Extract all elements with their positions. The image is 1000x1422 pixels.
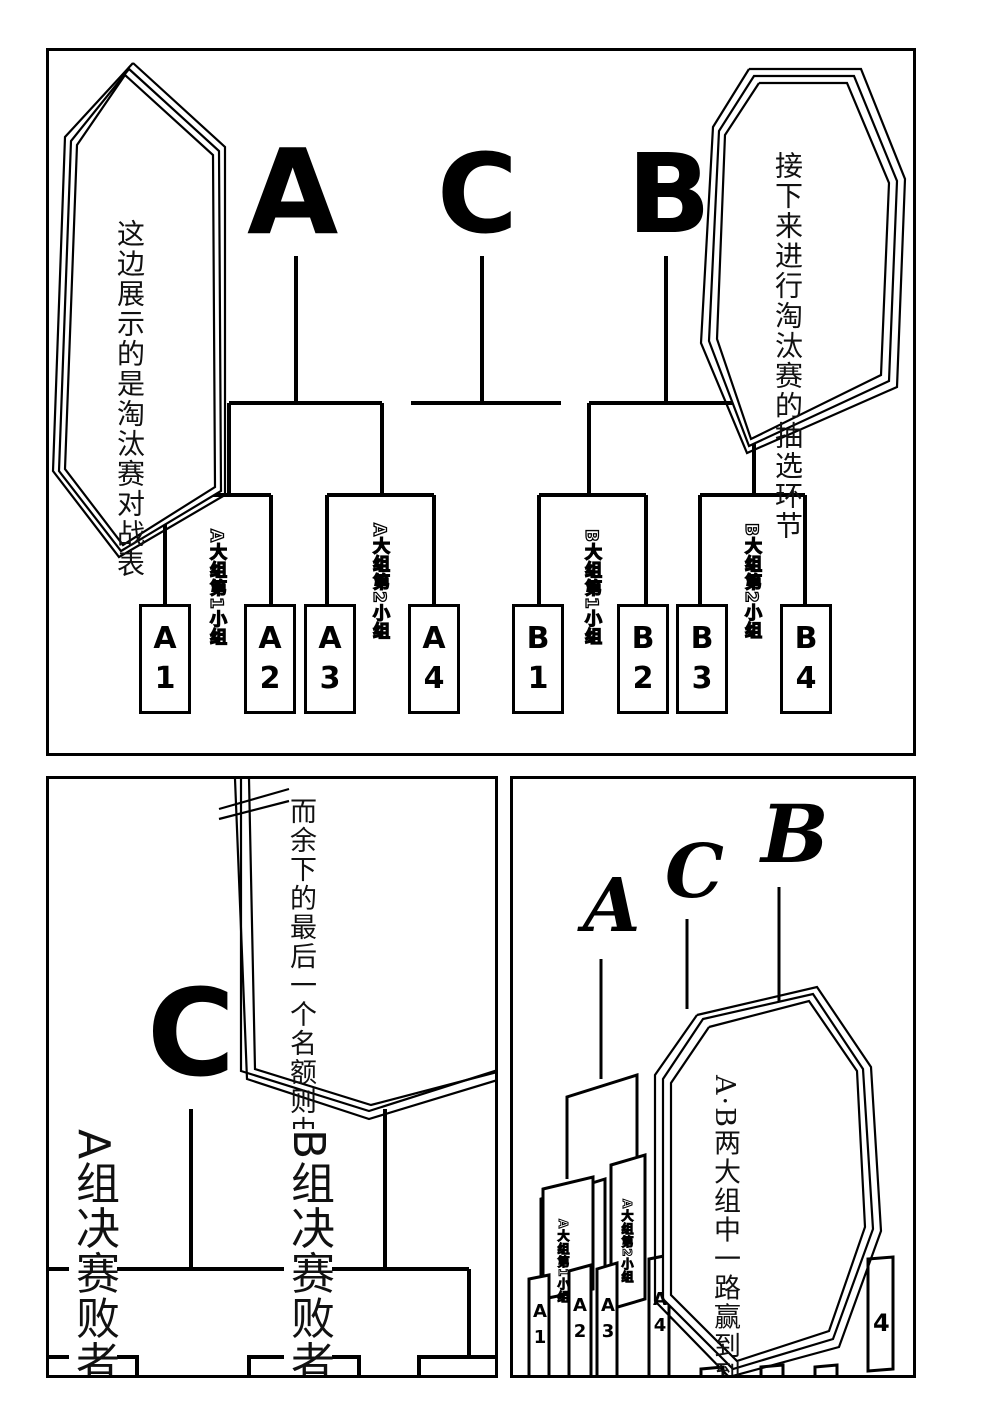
bracket-lines	[51, 62, 907, 611]
slot-letter: B	[631, 621, 655, 656]
slot-number: 4	[653, 1315, 667, 1336]
slot-letter: B	[526, 621, 550, 656]
slot-number: 1	[533, 1327, 547, 1348]
group-label-a2: A大组第2小组	[620, 1199, 635, 1285]
bracket-slot-b3: B 3	[676, 604, 728, 714]
speech-bubble-repechage	[218, 779, 495, 1121]
group-label-a1: A大组第1小组	[556, 1219, 571, 1305]
bracket-slot-b2: B 2	[617, 604, 669, 714]
speech-bubble-left	[51, 62, 227, 559]
slot-label-a3: A 3	[599, 1293, 617, 1345]
slot-letter: A	[258, 621, 282, 656]
panel-repechage: C 而余下的最后一个名额则由在A·B组决赛中输掉的两位选手经过复活赛决定胜者也将…	[46, 776, 498, 1378]
speech-bubble-direct	[653, 985, 883, 1375]
group-label-a1: A大组第1小组	[205, 528, 226, 646]
slot-letter: A	[653, 1289, 667, 1310]
bracket-letter-b: B	[761, 787, 829, 881]
bracket-slot-a2: A 2	[244, 604, 296, 714]
slot-number: 3	[601, 1321, 615, 1342]
speech-text-direct: A·B两大组中一路赢到到最后的两位选手将直接被选为日本代表	[709, 1075, 740, 1375]
perspective-bracket-lines	[527, 887, 895, 1375]
slot-number: 1	[527, 661, 549, 696]
slot-number: 1	[154, 661, 176, 696]
bracket-slot-a1: A 1	[139, 604, 191, 714]
slot-label-a1: A 1	[531, 1299, 549, 1351]
slot-label-b4: 4	[873, 1309, 890, 1337]
slot-letter: A	[533, 1301, 547, 1322]
group-label-a2: A大组第2小组	[368, 522, 389, 640]
bracket-slot-a4: A 4	[408, 604, 460, 714]
label-a-group-final-loser: A组决赛败者	[68, 1129, 119, 1375]
slot-letter: A	[422, 621, 446, 656]
bracket-letter-c: C	[147, 965, 236, 1104]
panel-tournament-bracket: A C B 这边展示的是淘汰赛对战表 接下来进行淘汰赛的抽选环节 A 1 A 2…	[46, 48, 916, 756]
slot-letter: A	[318, 621, 342, 656]
slot-number: 2	[259, 661, 281, 696]
bracket-letter-b: B	[627, 130, 711, 258]
slot-letter: A	[153, 621, 177, 656]
group-label-b1: B大组第1小组	[580, 528, 601, 646]
repechage-lines	[49, 779, 495, 1375]
slot-label-a2: A 2	[571, 1293, 589, 1345]
group-label-b2: B大组第2小组	[740, 522, 761, 640]
speech-text-right: 接下来进行淘汰赛的抽选环节	[771, 151, 804, 541]
slot-letter: A	[573, 1295, 587, 1316]
bracket-slot-b1: B 1	[512, 604, 564, 714]
slot-letter: B	[690, 621, 714, 656]
speech-text-repechage: 而余下的最后一个名额则由在A·B组决赛中输掉的两位选手经过复活赛决定胜者也将成为…	[285, 797, 316, 1375]
panel-direct-qualification: A C B A·B两大组中一路赢到到最后的两位选手将直接被选为日本代表 A 1 …	[510, 776, 916, 1378]
slot-label-a4: A 4	[651, 1287, 669, 1339]
bracket-slot-a3: A 3	[304, 604, 356, 714]
slot-number: 3	[691, 661, 713, 696]
bracket-slot-b4: B 4	[780, 604, 832, 714]
bracket-letter-a: A	[583, 863, 641, 949]
slot-number: 2	[632, 661, 654, 696]
slot-letter: A	[601, 1295, 615, 1316]
bracket-letter-c: C	[437, 130, 518, 258]
slot-number: 4	[423, 661, 445, 696]
slot-number: 2	[573, 1321, 587, 1342]
label-b-group-final-loser: B组决赛败者	[283, 1129, 334, 1375]
slot-number: 4	[795, 661, 817, 696]
bracket-letter-c: C	[665, 829, 724, 915]
speech-bubble-right	[699, 67, 907, 455]
bracket-letter-a: A	[247, 123, 339, 261]
slot-number: 3	[319, 661, 341, 696]
slot-letter: B	[794, 621, 818, 656]
speech-text-left: 这边展示的是淘汰赛对战表	[113, 219, 146, 579]
